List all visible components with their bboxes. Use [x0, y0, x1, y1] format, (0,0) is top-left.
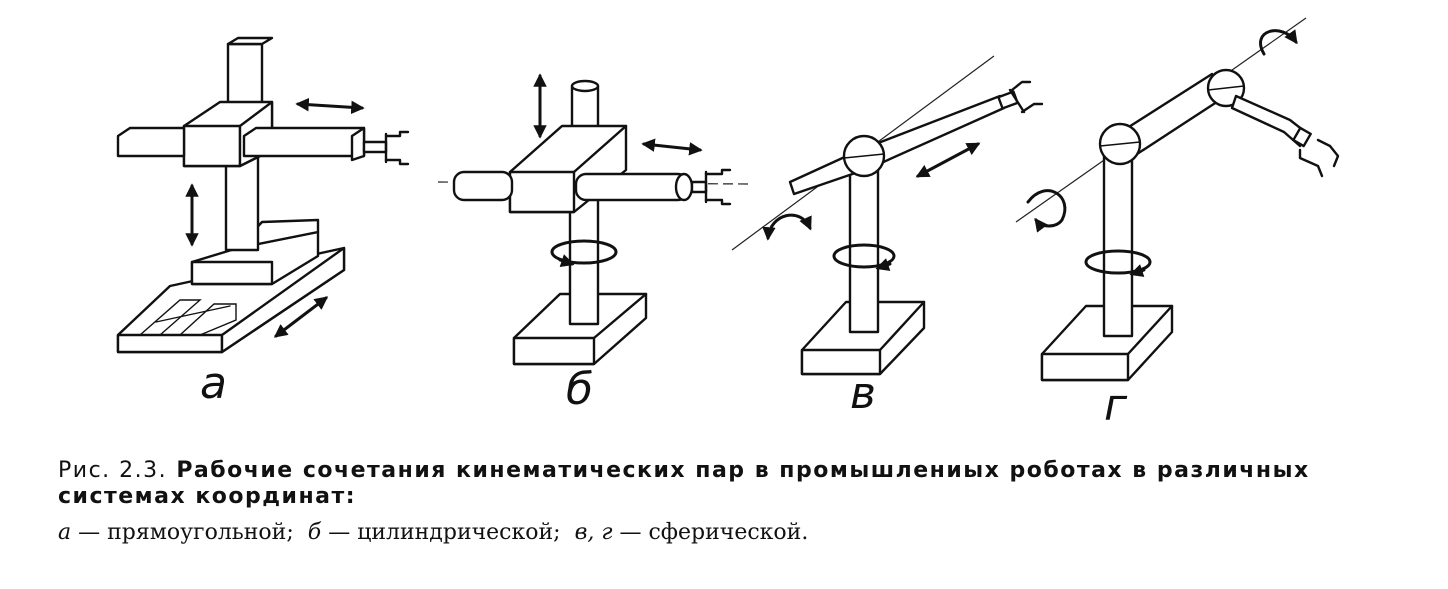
- panel-a-cartesian-robot: а: [116, 36, 410, 409]
- legend-text-vg: — сферической.: [619, 520, 809, 545]
- panel-g-label: г: [1104, 380, 1128, 431]
- caption-line-2: системах координат:: [58, 484, 357, 509]
- caption-figure-number: Рис. 2.3.: [58, 458, 168, 483]
- legend-text-a: — прямоугольной;: [78, 520, 294, 545]
- legend-key-a: а: [58, 520, 72, 545]
- panel-a-label: а: [200, 358, 227, 409]
- panel-v-label: в: [850, 368, 876, 419]
- caption-line-1: Рис. 2.3. Рабочие сочетания кинематическ…: [58, 458, 1438, 484]
- legend-text-b: — цилиндрической;: [328, 520, 561, 545]
- caption-legend: а — прямоугольной; б — цилиндрической; в…: [58, 516, 1438, 550]
- figure-caption: Рис. 2.3. Рабочие сочетания кинематическ…: [58, 458, 1438, 550]
- kinematic-pairs-figure: а б: [116, 17, 1340, 431]
- panel-g-spherical-robot: г: [1015, 17, 1340, 431]
- caption-title-part1: Рабочие сочетания кинематических пар в п…: [176, 458, 1310, 483]
- legend-key-vg: в, г: [574, 520, 613, 545]
- panel-b-cylindrical-robot: б: [437, 73, 749, 415]
- panel-v-spherical-robot: в: [731, 55, 1044, 419]
- legend-key-b: б: [307, 520, 322, 545]
- panel-b-label: б: [566, 364, 593, 415]
